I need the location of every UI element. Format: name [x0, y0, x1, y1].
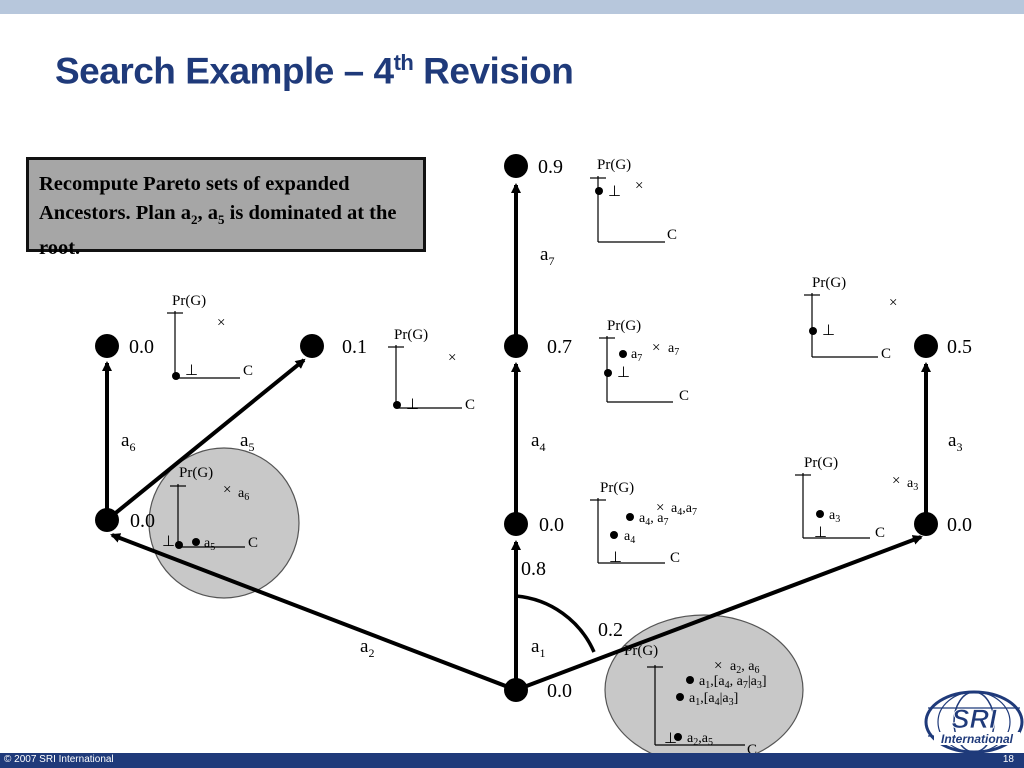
y-axis-label: Pr(G): [600, 480, 634, 496]
node-a1-a4-a7: [504, 154, 528, 178]
node-a2-a5: [300, 334, 324, 358]
edge-label-a4: a4: [531, 430, 545, 454]
bottom-symbol: ⊥: [406, 397, 419, 413]
y-axis-label: Pr(G): [597, 157, 631, 173]
point-label: a3: [829, 508, 840, 525]
x-axis-label: C: [679, 388, 689, 404]
node-label: 0.0: [947, 514, 972, 536]
edge-a3: [515, 535, 923, 692]
y-axis-label: Pr(G): [812, 275, 846, 291]
pareto-plot-root: Pr(G) C × a2, a6 a1,[a4, a7|a3] a1,[a4|a…: [624, 643, 767, 758]
pareto-plot-a2-a6: Pr(G) C ⊥ ×: [167, 293, 253, 380]
point-label: a7: [631, 347, 642, 364]
x-axis-label: C: [465, 397, 475, 413]
node-a1-a4: [504, 334, 528, 358]
node-label: 0.1: [342, 336, 367, 358]
node-a2-a6: [95, 334, 119, 358]
node-label: 0.0: [130, 510, 155, 532]
cross-marker: ×: [714, 658, 722, 674]
bottom-symbol: ⊥: [185, 363, 198, 379]
svg-text:International: International: [941, 732, 1014, 746]
bottom-symbol: ⊥: [609, 550, 622, 566]
x-axis-label: C: [747, 742, 757, 758]
cross-marker: ×: [889, 295, 897, 311]
probability-label-left: 0.8: [521, 558, 546, 580]
bottom-symbol: ⊥: [664, 731, 677, 747]
pareto-plot-a3: Pr(G) C ⊥ a3 × a3: [795, 455, 918, 541]
pareto-plot-a1: Pr(G) C ⊥ a4 a4, a7 × a4,a7: [590, 480, 697, 566]
point-label: a3: [907, 476, 918, 493]
pareto-plot-a2: Pr(G) C ⊥ a5 × a6: [162, 465, 258, 553]
pareto-plot-a1-a4: Pr(G) C ⊥ a7 × a7: [599, 318, 689, 404]
probability-arc: [515, 594, 596, 653]
cross-marker: ×: [652, 340, 660, 356]
probability-label-right: 0.2: [598, 619, 623, 641]
y-axis-label: Pr(G): [607, 318, 641, 334]
sri-logo: SRI International: [924, 690, 1024, 754]
edge-label-a5: a5: [240, 430, 254, 454]
y-axis-label: Pr(G): [179, 465, 213, 481]
cross-marker: ×: [223, 482, 231, 498]
node-label: 0.0: [129, 336, 154, 358]
edge-label-a6: a6: [121, 430, 135, 454]
point-label: a7: [668, 341, 679, 358]
point-label: a1,[a4|a3]: [689, 691, 738, 708]
node-a1: [504, 512, 528, 536]
footer-bar: © 2007 SRI International 18: [0, 753, 1024, 768]
point-label: a1,[a4, a7|a3]: [699, 674, 767, 691]
x-axis-label: C: [670, 550, 680, 566]
edge-label-a1: a1: [531, 636, 545, 660]
bottom-symbol: ⊥: [608, 184, 621, 200]
edge-label-a3: a3: [948, 430, 962, 454]
node-label: 0.9: [538, 156, 563, 178]
edge-label-a2: a2: [360, 636, 374, 660]
page-number: 18: [1002, 754, 1014, 765]
node-label: 0.0: [547, 680, 572, 702]
edge-label-a7: a7: [540, 244, 554, 268]
footer-copyright: © 2007 SRI International: [4, 754, 114, 765]
y-axis-label: Pr(G): [172, 293, 206, 309]
bottom-symbol: ⊥: [822, 323, 835, 339]
edge-a2: [110, 533, 517, 692]
y-axis-label: Pr(G): [624, 643, 658, 659]
node-a2: [95, 508, 119, 532]
point-label: a4: [624, 529, 635, 546]
point-label: a5: [204, 536, 215, 553]
point-label: a6: [238, 486, 249, 503]
pareto-plot-0-9: Pr(G) C ⊥ ×: [590, 157, 677, 243]
cross-marker: ×: [635, 178, 643, 194]
bottom-symbol: ⊥: [617, 365, 630, 381]
x-axis-label: C: [248, 535, 258, 551]
cross-marker: ×: [892, 473, 900, 489]
point-label: a4,a7: [671, 501, 697, 518]
x-axis-label: C: [667, 227, 677, 243]
x-axis-label: C: [243, 363, 253, 379]
node-a3-a3: [914, 334, 938, 358]
slide-title: Search Example – 4th Revision: [55, 50, 574, 92]
x-axis-label: C: [875, 525, 885, 541]
pareto-plot-a2-a5: Pr(G) C ⊥ ×: [388, 327, 475, 413]
pareto-plot-a3-a3: Pr(G) C ⊥ ×: [804, 275, 897, 362]
cross-marker: ×: [448, 350, 456, 366]
svg-text:SRI: SRI: [951, 704, 997, 734]
node-a3: [914, 512, 938, 536]
edge-a5: [105, 358, 306, 522]
x-axis-label: C: [881, 346, 891, 362]
top-accent-bar: [0, 0, 1024, 14]
node-label: 0.0: [539, 514, 564, 536]
y-axis-label: Pr(G): [804, 455, 838, 471]
y-axis-label: Pr(G): [394, 327, 428, 343]
callout-box: Recompute Pareto sets of expanded Ancest…: [26, 157, 426, 259]
node-root: [504, 678, 528, 702]
highlight-circle-left: [148, 447, 300, 599]
bottom-symbol: ⊥: [814, 525, 827, 541]
node-label: 0.7: [547, 336, 572, 358]
bottom-symbol: ⊥: [162, 534, 175, 550]
cross-marker: ×: [217, 315, 225, 331]
node-label: 0.5: [947, 336, 972, 358]
cross-marker: ×: [656, 500, 664, 516]
